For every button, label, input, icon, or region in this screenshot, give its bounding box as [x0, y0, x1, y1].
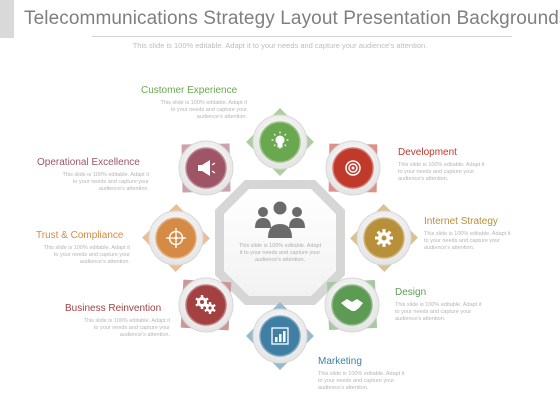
node-business-reinvention	[178, 277, 234, 333]
node-disc-rim	[331, 284, 373, 326]
target-icon	[345, 160, 361, 176]
title-divider	[92, 36, 512, 37]
megaphone-icon	[198, 160, 216, 176]
node-design	[324, 277, 380, 333]
node-internet-strategy	[350, 204, 418, 272]
label-customer-experience: Customer Experience	[141, 85, 238, 96]
node-disc-rim	[363, 217, 405, 259]
node-trust-compliance	[142, 204, 210, 272]
desc-design: This slide is 100% editable. Adapt it to…	[395, 302, 482, 322]
node-customer-experience	[246, 108, 314, 176]
handshake-icon	[341, 299, 363, 311]
node-disc-rim	[259, 121, 301, 163]
gear-icon	[375, 229, 393, 247]
node-marketing	[246, 302, 314, 370]
desc-operational-excellence: This slide is 100% editable. Adapt it to…	[62, 172, 149, 192]
label-trust-compliance: Trust & Compliance	[36, 230, 124, 241]
desc-development: This slide is 100% editable. Adapt it to…	[398, 162, 485, 182]
center-description: This slide is 100% editable. Adapt it to…	[238, 243, 322, 263]
node-disc-rim	[155, 217, 197, 259]
label-operational-excellence: Operational Excellence	[37, 157, 140, 168]
label-business-reinvention: Business Reinvention	[65, 303, 162, 314]
desc-marketing: This slide is 100% editable. Adapt it to…	[318, 371, 405, 391]
crosshair-icon	[166, 228, 186, 248]
center-octagon-inner	[224, 189, 336, 296]
label-internet-strategy: Internet Strategy	[424, 216, 498, 227]
node-disc-rim	[185, 284, 227, 326]
desc-customer-experience: This slide is 100% editable. Adapt it to…	[160, 100, 247, 120]
node-disc-rim	[259, 315, 301, 357]
lightbulb-icon	[271, 131, 289, 149]
title-corner-accent	[0, 0, 14, 38]
label-marketing: Marketing	[318, 356, 362, 367]
desc-business-reinvention: This slide is 100% editable. Adapt it to…	[83, 318, 170, 338]
node-disc-rim	[332, 147, 374, 189]
slide-subtitle: This slide is 100% editable. Adapt it to…	[132, 41, 428, 50]
node-disc-rim	[185, 147, 227, 189]
desc-internet-strategy: This slide is 100% editable. Adapt it to…	[424, 231, 511, 251]
label-design: Design	[395, 287, 427, 298]
growth-chart-icon	[271, 327, 289, 345]
label-development: Development	[398, 147, 457, 158]
node-operational-excellence	[178, 140, 234, 196]
node-development	[325, 140, 381, 196]
team-icon	[255, 201, 305, 238]
desc-trust-compliance: This slide is 100% editable. Adapt it to…	[43, 245, 130, 265]
slide-title: Telecommunications Strategy Layout Prese…	[24, 8, 560, 29]
gears-icon	[195, 295, 216, 314]
